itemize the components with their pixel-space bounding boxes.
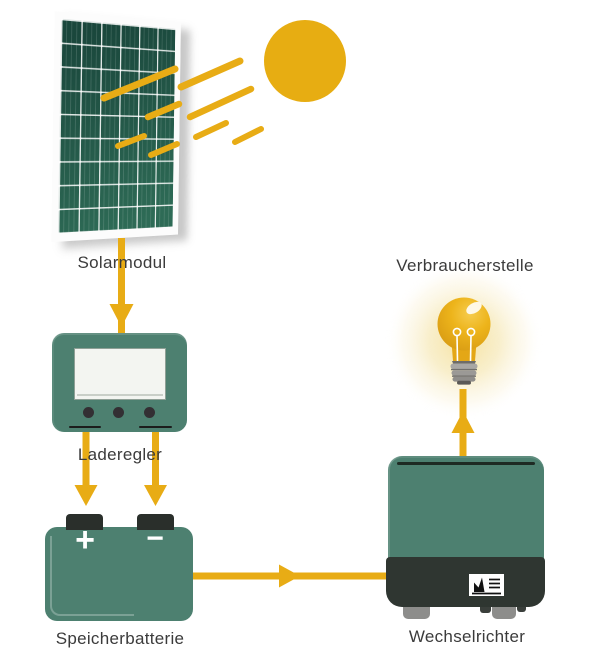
battery-icon: + − xyxy=(45,514,193,621)
battery-terminal-positive xyxy=(66,514,103,530)
controller-knob xyxy=(113,407,124,418)
light-bulb-icon xyxy=(437,297,491,385)
inverter-icon xyxy=(388,456,544,559)
label-wechselrichter: Wechselrichter xyxy=(408,627,526,646)
sun-rays xyxy=(100,57,264,158)
arrowhead-down-icon xyxy=(74,485,98,506)
inverter-logo-icon xyxy=(469,574,504,596)
controller-knob xyxy=(144,407,155,418)
arrowhead-down-icon xyxy=(144,485,167,506)
label-speicherbatterie: Speicherbatterie xyxy=(55,629,185,648)
inverter-vent-line xyxy=(397,462,535,465)
arrowhead-down-icon xyxy=(109,304,134,327)
controller-slot xyxy=(139,426,172,428)
connector-lines xyxy=(74,238,391,588)
label-solarmodul: Solarmodul xyxy=(77,253,167,272)
battery-plus-symbol: + xyxy=(75,521,95,559)
controller-screen xyxy=(74,348,166,400)
battery-minus-symbol: − xyxy=(146,522,164,555)
label-laderegler: Laderegler xyxy=(77,445,163,464)
inverter-base xyxy=(386,557,545,607)
label-verbraucherstelle: Verbraucherstelle xyxy=(396,256,534,275)
arrowhead-right-icon xyxy=(279,564,300,588)
battery-terminal-negative xyxy=(137,514,174,530)
controller-slot xyxy=(69,426,101,428)
charge-controller-icon xyxy=(52,333,187,432)
connector-inverter-to-bulb xyxy=(451,389,475,456)
controller-knob xyxy=(83,407,94,418)
sun-icon xyxy=(264,20,346,102)
arrowhead-up-icon xyxy=(451,411,475,433)
